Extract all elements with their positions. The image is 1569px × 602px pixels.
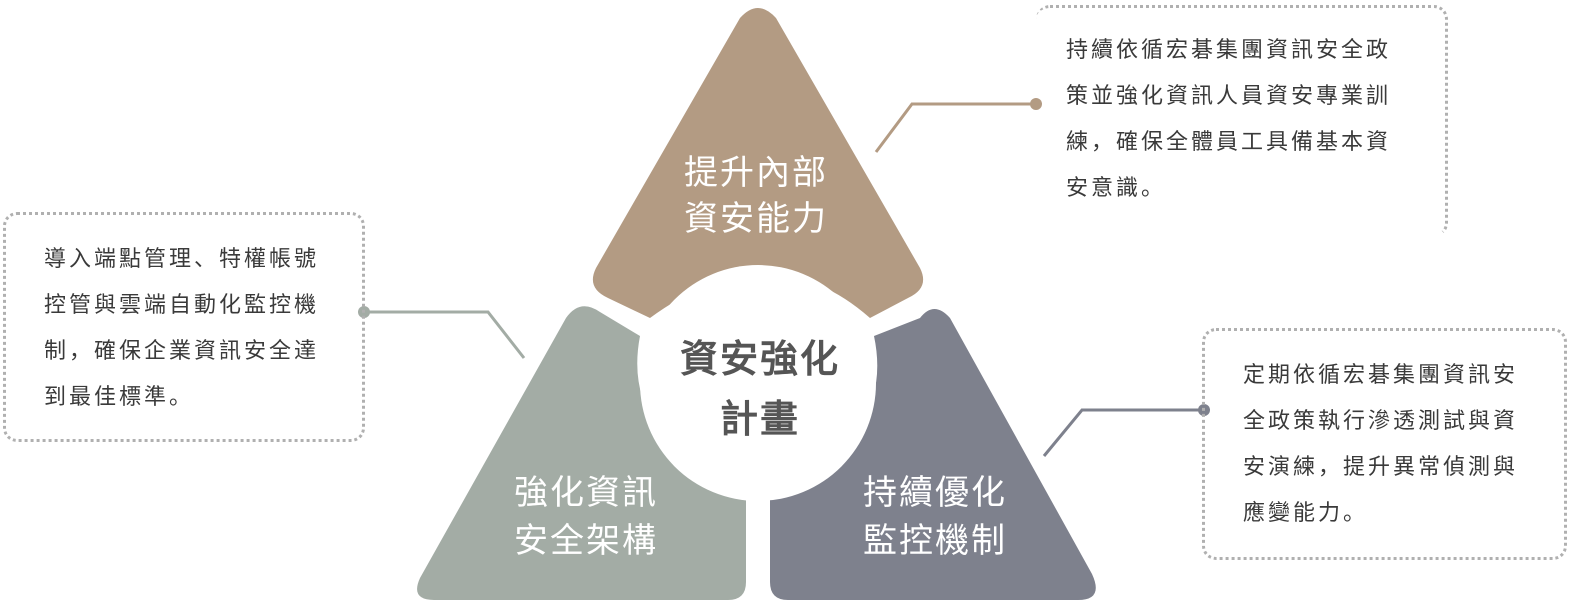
center-title-line1: 資安強化 [680, 337, 840, 381]
note-left-line: 到最佳標準。 [44, 385, 195, 410]
note-top-right-line: 策並強化資訊人員資安專業訓 [1066, 84, 1392, 109]
note-top-right-line: 安意識。 [1066, 176, 1167, 201]
segment-top-label-line2: 資安能力 [684, 199, 828, 239]
note-left-line: 導入端點管理、特權帳號 [44, 247, 320, 272]
note-left-line: 制，確保企業資訊安全達 [44, 339, 320, 364]
note-bottom-right: 定期依循宏碁集團資訊安 全政策執行滲透測試與資 安演練，提升異常偵測與 應變能力… [1202, 328, 1567, 560]
segment-right-shape [770, 309, 1096, 600]
note-top-right-line: 持續依循宏碁集團資訊安全政 [1066, 38, 1392, 63]
segment-right-label-line2: 監控機制 [863, 521, 1007, 561]
segment-right-label-line1: 持續優化 [863, 473, 1007, 513]
connector-top-right-dot [1030, 98, 1042, 110]
note-bottom-right-line: 全政策執行滲透測試與資 [1243, 409, 1519, 434]
note-bottom-right-line: 定期依循宏碁集團資訊安 [1243, 363, 1519, 388]
note-top-right-line: 練，確保全體員工具備基本資 [1066, 130, 1392, 155]
segment-top-shape [592, 8, 924, 318]
segment-left-label-line2: 安全架構 [514, 521, 658, 561]
segment-left-label-line1: 強化資訊 [514, 473, 658, 513]
center-title-line2: 計畫 [720, 397, 800, 441]
center-circle [640, 265, 876, 501]
connector-left [364, 310, 526, 359]
segment-left-shape [417, 306, 746, 600]
segment-top-label-line1: 提升內部 [684, 153, 828, 193]
note-bottom-right-line: 應變能力。 [1243, 501, 1369, 526]
connector-bottom-right [1042, 408, 1204, 457]
note-top-right: 持續依循宏碁集團資訊安全政 策並強化資訊人員資安專業訓 練，確保全體員工具備基本… [1036, 5, 1448, 237]
note-left: 導入端點管理、特權帳號 控管與雲端自動化監控機 制，確保企業資訊安全達 到最佳標… [3, 212, 365, 442]
note-left-line: 控管與雲端自動化監控機 [44, 293, 320, 318]
connector-top-right [874, 102, 1036, 153]
note-bottom-right-line: 安演練，提升異常偵測與 [1243, 455, 1519, 480]
